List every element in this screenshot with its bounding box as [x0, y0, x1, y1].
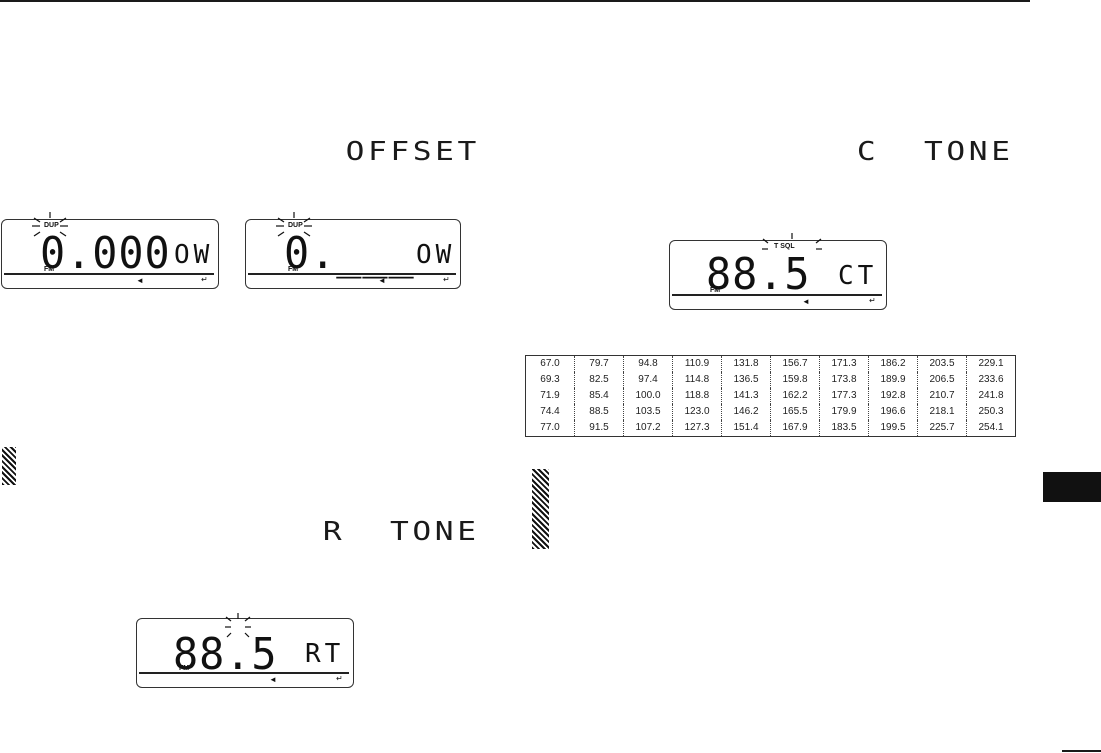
tone-cell: 250.3 — [978, 406, 1004, 417]
tone-cell: 229.1 — [978, 358, 1004, 369]
tone-cell: 203.5 — [917, 355, 967, 372]
section-tab — [1043, 472, 1101, 502]
enter-arrow-icon: ↵ — [336, 674, 343, 683]
tone-cell: 167.9 — [770, 420, 820, 437]
tone-cell: 103.5 — [623, 404, 673, 420]
offset-frequency-readout: 0.___ — [284, 228, 415, 279]
tone-cell: 206.5 — [917, 372, 967, 388]
note-marker — [2, 447, 16, 485]
header-rule — [0, 0, 1030, 2]
tone-cell: 254.1 — [978, 422, 1004, 433]
ctone-lcd-display: T SQL 88.5 CT FM ◄ ↵ — [669, 233, 887, 310]
tone-cell: 192.8 — [868, 388, 918, 404]
offset-lcd-display-1: DUP 0.000 OW FM ◄ ↵ — [1, 212, 219, 289]
tsql-blink-icon — [762, 233, 822, 250]
tone-cell: 69.3 — [525, 372, 575, 388]
tone-cell: 67.0 — [525, 355, 575, 372]
tone-cell: 118.8 — [672, 388, 722, 404]
tone-cell: 114.8 — [672, 372, 722, 388]
enter-arrow-icon: ↵ — [443, 275, 450, 284]
tone-cell: 91.5 — [574, 420, 624, 437]
mode-indicator: FM — [288, 266, 299, 273]
tone-cell: 107.2 — [623, 420, 673, 437]
tone-cell: 82.5 — [574, 372, 624, 388]
tone-cell: 183.5 — [819, 420, 869, 437]
tone-blink-icon — [225, 613, 251, 638]
offset-lcd-display-2: DUP 0.___ OW FM ◄ ↵ — [245, 212, 461, 289]
tone-cell: 173.8 — [819, 372, 869, 388]
tone-cell: 162.2 — [770, 388, 820, 404]
tone-cell: 85.4 — [574, 388, 624, 404]
ctone-frequency-readout: 88.5 — [706, 249, 811, 300]
offset-side-readout: OW — [174, 240, 214, 270]
tone-cell: 151.4 — [721, 420, 771, 437]
offset-label: OFFSET — [345, 137, 480, 167]
rtone-side-readout: RT — [305, 639, 345, 669]
tone-cell: 123.0 — [672, 404, 722, 420]
tone-cell: 110.9 — [672, 355, 722, 372]
tone-cell: 74.4 — [525, 404, 575, 420]
footer-rule — [1062, 750, 1101, 752]
tone-cell: 241.8 — [978, 390, 1004, 401]
tone-cell: 189.9 — [868, 372, 918, 388]
tone-cell: 233.6 — [978, 374, 1004, 385]
tone-cell: 186.2 — [868, 355, 918, 372]
tone-cell: 165.5 — [770, 404, 820, 420]
left-triangle-icon: ◄ — [378, 276, 386, 285]
offset-frequency-readout: 0.000 — [40, 228, 171, 279]
tone-cell: 79.7 — [574, 355, 624, 372]
mode-indicator: FM — [710, 287, 721, 294]
tone-cell: 131.8 — [721, 355, 771, 372]
tone-cell: 218.1 — [917, 404, 967, 420]
enter-arrow-icon: ↵ — [869, 296, 876, 305]
left-triangle-icon: ◄ — [136, 276, 144, 285]
dup-indicator: DUP — [288, 222, 303, 229]
lcd-baseline — [139, 672, 349, 674]
rtone-frequency-readout: 88.5 — [173, 629, 278, 680]
tone-cell: 196.6 — [868, 404, 918, 420]
lcd-baseline — [672, 294, 882, 296]
lcd-baseline — [4, 273, 214, 275]
ctone-label: C TONE — [857, 137, 1014, 167]
left-triangle-icon: ◄ — [269, 675, 277, 684]
rtone-label: R TONE — [323, 517, 480, 547]
tone-cell: 127.3 — [672, 420, 722, 437]
tone-cell: 146.2 — [721, 404, 771, 420]
tone-cell: 177.3 — [819, 388, 869, 404]
tone-cell: 77.0 — [525, 420, 575, 437]
offset-side-readout: OW — [416, 240, 456, 270]
mode-indicator: FM — [179, 665, 190, 672]
tone-cell: 171.3 — [819, 355, 869, 372]
tone-cell: 100.0 — [623, 388, 673, 404]
dup-blink-icon — [276, 212, 312, 237]
ctone-side-readout: CT — [838, 261, 878, 291]
mode-indicator: FM — [44, 266, 55, 273]
tone-cell: 159.8 — [770, 372, 820, 388]
tone-cell: 94.8 — [623, 355, 673, 372]
left-triangle-icon: ◄ — [802, 297, 810, 306]
tone-cell: 156.7 — [770, 355, 820, 372]
tone-cell: 141.3 — [721, 388, 771, 404]
tsql-indicator: T SQL — [774, 243, 795, 250]
tone-cell: 71.9 — [525, 388, 575, 404]
dup-blink-icon — [32, 212, 68, 237]
tone-cell: 88.5 — [574, 404, 624, 420]
tone-cell: 179.9 — [819, 404, 869, 420]
dup-indicator: DUP — [44, 222, 59, 229]
tone-cell: 97.4 — [623, 372, 673, 388]
tone-cell: 210.7 — [917, 388, 967, 404]
note-marker — [532, 469, 549, 549]
tone-cell: 199.5 — [868, 420, 918, 437]
tone-cell: 136.5 — [721, 372, 771, 388]
tone-cell: 225.7 — [917, 420, 967, 437]
lcd-baseline — [248, 273, 456, 275]
enter-arrow-icon: ↵ — [201, 275, 208, 284]
rtone-lcd-display: 88.5 RT FM ◄ ↵ — [136, 613, 354, 688]
